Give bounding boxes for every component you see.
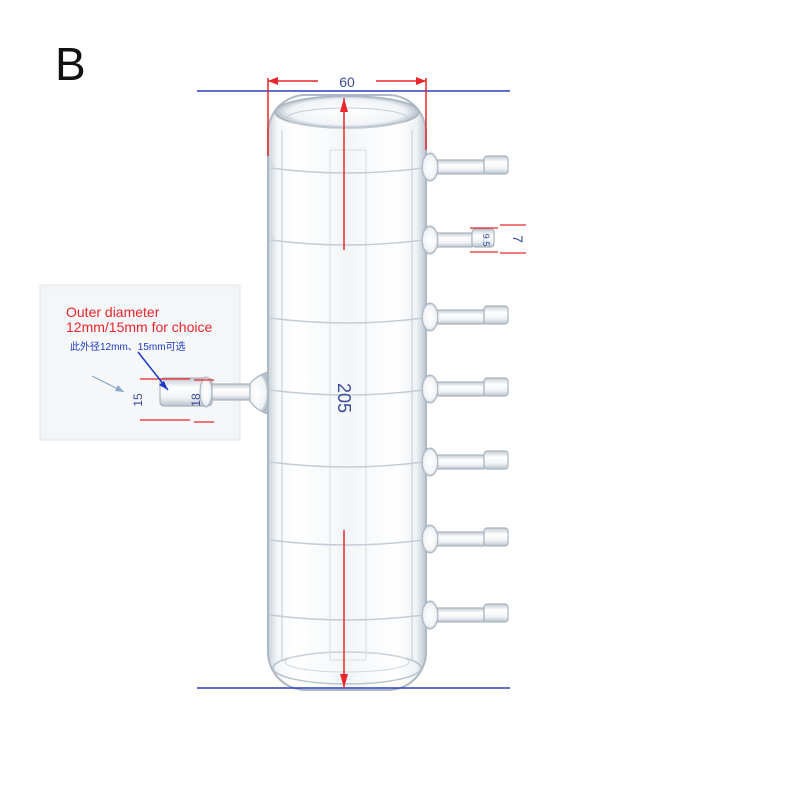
callout-english-line1: Outer diameter [66,304,160,320]
panel-label: B [55,38,86,90]
port-1 [421,152,509,182]
side-dimension [140,378,214,423]
port-outer-label: 7 [510,235,526,243]
port-2 [421,225,495,255]
side-inner-label: 15 [131,393,145,407]
tube-ring-bands [269,167,425,621]
port-4 [421,374,509,404]
side-inlet-port [159,371,269,415]
height-dimension [340,98,348,688]
width-label: 60 [339,74,355,90]
port-5 [421,447,509,477]
callout-chinese-line: 此外径12mm、15mm可选 [70,340,186,353]
hose-barb-ports [421,152,509,630]
width-dimension [267,77,427,156]
callout-box [39,284,241,441]
port-dimension [470,224,526,254]
port-3 [421,302,509,332]
callout-arrows [91,351,169,393]
guide-lines [197,90,510,689]
side-outer-label: 18 [189,393,203,407]
callout-english-line2: 12mm/15mm for choice [66,319,212,335]
port-7 [421,600,509,630]
height-label: 205 [334,383,354,413]
port-6 [421,524,509,554]
port-inner-label: 9.5 [481,234,491,247]
